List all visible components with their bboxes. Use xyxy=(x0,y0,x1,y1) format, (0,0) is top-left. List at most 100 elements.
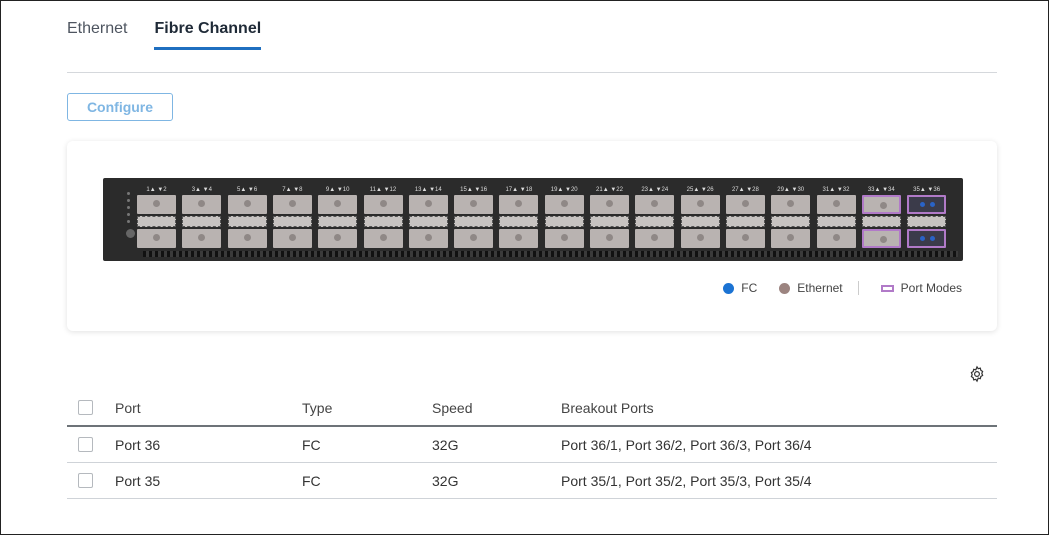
port-status-icon xyxy=(560,200,568,207)
port-top[interactable] xyxy=(272,195,312,214)
port-bottom[interactable] xyxy=(499,229,539,248)
port-status-icon xyxy=(560,234,568,241)
port-pair-label: 11▲ ▼12 xyxy=(369,187,397,193)
port-latch xyxy=(272,216,312,227)
port-pair[interactable]: 19▲ ▼20 xyxy=(544,186,584,248)
port-top[interactable] xyxy=(725,195,765,214)
port-pair[interactable]: 5▲ ▼6 xyxy=(227,186,267,248)
column-header-speed[interactable]: Speed xyxy=(432,399,473,416)
legend-ethernet: Ethernet xyxy=(779,281,843,295)
table-row[interactable]: Port 36 FC 32G Port 36/1, Port 36/2, Por… xyxy=(67,427,997,463)
port-status-icon xyxy=(741,200,749,207)
port-pair[interactable]: 7▲ ▼8 xyxy=(272,186,312,248)
port-top[interactable] xyxy=(499,195,539,214)
port-latch xyxy=(499,216,539,227)
configure-button[interactable]: Configure xyxy=(67,93,173,121)
cell-type: FC xyxy=(302,472,321,489)
port-pair[interactable]: 21▲ ▼22 xyxy=(590,186,629,248)
port-pair[interactable]: 33▲ ▼34 xyxy=(861,186,901,248)
port-pair-label: 29▲ ▼30 xyxy=(777,187,805,193)
port-pair[interactable]: 15▲ ▼16 xyxy=(454,186,494,248)
port-status-icon xyxy=(879,202,887,209)
port-top[interactable] xyxy=(861,195,901,214)
port-latch xyxy=(771,216,811,227)
port-top[interactable] xyxy=(816,195,856,214)
port-top[interactable] xyxy=(771,195,811,214)
port-legend: FC Ethernet Port Modes xyxy=(701,281,962,295)
port-bottom[interactable] xyxy=(635,229,675,248)
port-pair-label: 7▲ ▼8 xyxy=(282,187,303,193)
column-header-breakout[interactable]: Breakout Ports xyxy=(561,399,654,416)
port-bottom[interactable] xyxy=(272,229,312,248)
port-pair-label: 21▲ ▼22 xyxy=(596,187,623,193)
row-checkbox[interactable] xyxy=(78,473,93,488)
port-top[interactable] xyxy=(635,195,675,214)
port-bottom[interactable] xyxy=(454,229,494,248)
port-status-icon xyxy=(288,234,296,241)
cell-breakout: Port 36/1, Port 36/2, Port 36/3, Port 36… xyxy=(561,436,812,453)
port-pair[interactable]: 9▲ ▼10 xyxy=(318,186,358,248)
port-top[interactable] xyxy=(907,195,947,214)
port-status-icon xyxy=(832,200,840,207)
port-top[interactable] xyxy=(363,195,403,214)
port-top[interactable] xyxy=(590,195,629,214)
port-top[interactable] xyxy=(408,195,448,214)
port-latch xyxy=(363,216,403,227)
tab-ethernet[interactable]: Ethernet xyxy=(67,20,128,37)
table-row[interactable]: Port 35 FC 32G Port 35/1, Port 35/2, Por… xyxy=(67,463,997,499)
cell-port: Port 36 xyxy=(115,436,161,453)
port-pair-label: 33▲ ▼34 xyxy=(867,187,895,193)
gear-icon[interactable] xyxy=(968,365,986,383)
port-pair-label: 31▲ ▼32 xyxy=(822,187,850,193)
port-pair[interactable]: 1▲ ▼2 xyxy=(137,186,176,248)
port-pair[interactable]: 35▲ ▼36 xyxy=(907,186,947,248)
port-bottom[interactable] xyxy=(408,229,448,248)
port-status-icon xyxy=(832,234,840,241)
port-bottom[interactable] xyxy=(363,229,403,248)
tab-fibre-channel[interactable]: Fibre Channel xyxy=(154,20,262,50)
column-header-port[interactable]: Port xyxy=(115,399,141,416)
select-all-checkbox[interactable] xyxy=(78,400,93,415)
port-top[interactable] xyxy=(454,195,494,214)
port-pair[interactable]: 31▲ ▼32 xyxy=(816,186,856,248)
tab-bar: Ethernet Fibre Channel xyxy=(67,20,262,50)
port-status-icon xyxy=(515,234,523,241)
port-pair[interactable]: 27▲ ▼28 xyxy=(725,186,765,248)
legend-separator xyxy=(857,281,859,295)
port-pair[interactable]: 25▲ ▼26 xyxy=(680,186,720,248)
port-modes-box-icon xyxy=(880,284,894,292)
port-bottom[interactable] xyxy=(182,229,222,248)
port-pair[interactable]: 3▲ ▼4 xyxy=(182,186,222,248)
port-top[interactable] xyxy=(544,195,584,214)
port-pair[interactable]: 29▲ ▼30 xyxy=(771,186,811,248)
port-status-icon xyxy=(379,234,387,241)
port-pair[interactable]: 13▲ ▼14 xyxy=(408,186,448,248)
port-pair-label: 13▲ ▼14 xyxy=(414,187,442,193)
port-bottom[interactable] xyxy=(590,229,629,248)
port-top[interactable] xyxy=(318,195,358,214)
port-bottom[interactable] xyxy=(137,229,176,248)
port-status-icon xyxy=(198,200,206,207)
port-bottom[interactable] xyxy=(227,229,267,248)
port-bottom[interactable] xyxy=(680,229,720,248)
port-status-icon xyxy=(920,202,926,207)
table-header-row: Port Type Speed Breakout Ports xyxy=(67,390,997,427)
port-bottom[interactable] xyxy=(725,229,765,248)
port-top[interactable] xyxy=(137,195,176,214)
port-pair[interactable]: 23▲ ▼24 xyxy=(635,186,675,248)
port-top[interactable] xyxy=(680,195,720,214)
port-pair[interactable]: 11▲ ▼12 xyxy=(363,186,403,248)
port-bottom[interactable] xyxy=(907,229,947,248)
port-status-icon xyxy=(651,234,659,241)
port-pair[interactable]: 17▲ ▼18 xyxy=(499,186,539,248)
port-status-icon xyxy=(243,200,251,207)
row-checkbox[interactable] xyxy=(78,437,93,452)
column-header-type[interactable]: Type xyxy=(302,399,333,416)
port-bottom[interactable] xyxy=(771,229,811,248)
port-top[interactable] xyxy=(227,195,267,214)
port-top[interactable] xyxy=(182,195,222,214)
port-bottom[interactable] xyxy=(816,229,856,248)
port-bottom[interactable] xyxy=(544,229,584,248)
port-bottom[interactable] xyxy=(318,229,358,248)
port-bottom[interactable] xyxy=(861,229,901,248)
